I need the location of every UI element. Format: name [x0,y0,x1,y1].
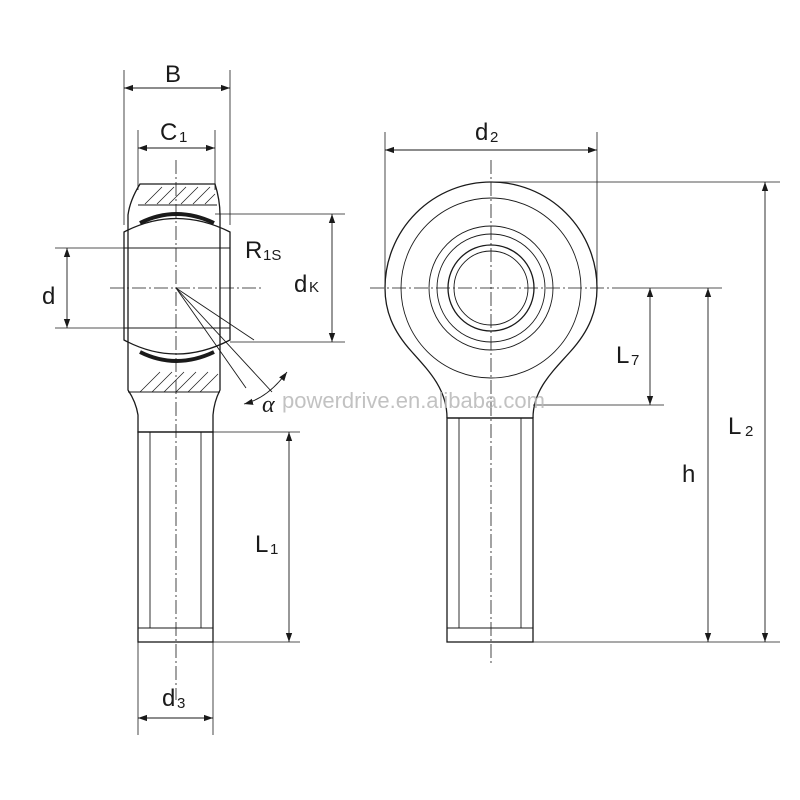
tilt-line-2 [175,287,255,341]
liner-top [139,212,215,225]
label-h: h [682,461,695,488]
inner-ball [123,217,231,355]
label-d2: d [475,119,488,146]
dim-d: d [42,247,124,329]
shank [137,431,214,643]
angle-arc [243,371,288,405]
front-shank [446,417,534,643]
label-d: d [42,283,55,310]
label-L2: L [728,413,741,440]
label-dK-sub: K [309,279,319,296]
housing-bottom-hatch [139,371,219,393]
liner-bottom [139,350,215,363]
label-B: B [165,61,181,88]
label-L2-sub: 2 [745,423,753,440]
dim-d3: d 3 [137,600,214,735]
label-L1-sub: 1 [270,541,278,558]
label-C-sub: 1 [179,129,187,146]
label-d3-sub: 3 [177,695,185,712]
dim-h: h [533,287,780,643]
dim-dK: d K [215,213,345,343]
radius-line [175,287,247,389]
housing-top-hatch [144,186,216,205]
label-d2-sub: 2 [490,129,498,146]
tilt-line-1 [175,287,273,393]
dim-d2: d 2 [384,119,598,288]
dim-L7: L 7 [533,288,664,406]
label-L7: L [616,342,629,369]
label-d3: d [162,685,175,712]
dim-L2: L 2 [491,181,780,642]
side-section-view [110,160,288,700]
watermark: powerdrive.en.alibaba.com [282,388,545,413]
label-C: C [160,119,177,146]
dim-L1: L 1 [213,431,300,643]
label-dK: d [294,271,307,298]
dim-B: B [123,61,231,225]
label-R1S-group: R 1S [245,237,281,264]
label-alpha: α [262,392,275,418]
label-L7-sub: 7 [631,352,639,369]
label-R-sub: 1S [263,247,281,264]
label-L1: L [255,531,268,558]
dim-C1: C 1 [137,119,216,190]
label-R: R [245,237,262,264]
